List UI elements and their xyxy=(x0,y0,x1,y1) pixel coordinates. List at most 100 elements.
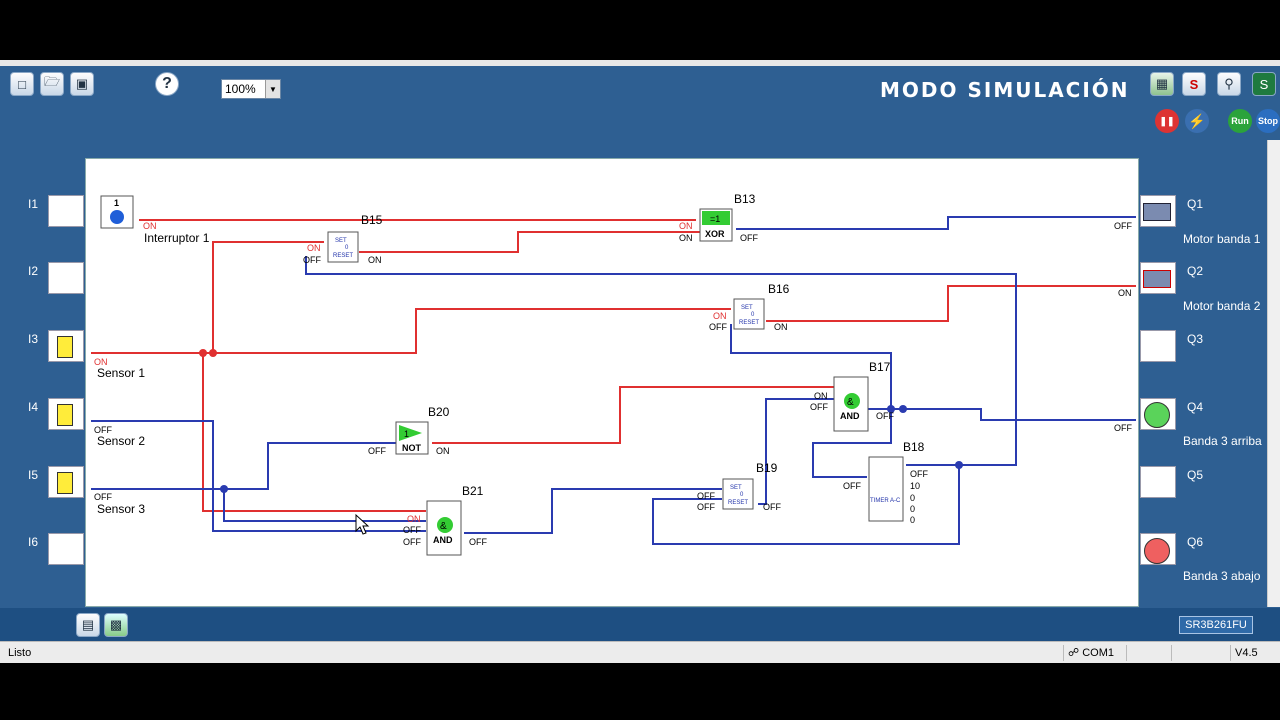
b17-symbol: & xyxy=(847,397,854,408)
open-folder-icon[interactable]: 🗁 xyxy=(40,72,64,96)
wire-b15-reset xyxy=(305,256,1017,466)
b18-value-4: 0 xyxy=(910,515,915,525)
port-text: COM1 xyxy=(1082,647,1114,659)
b15-in2-state: OFF xyxy=(303,255,321,265)
input-label-i1: I1 xyxy=(28,197,39,211)
wire-b19-out xyxy=(758,398,834,505)
i3-name: Sensor 1 xyxy=(97,366,145,380)
b15-reset: RESET xyxy=(333,253,353,259)
display-icon[interactable]: ▩ xyxy=(104,613,128,637)
input-slot-i6[interactable] xyxy=(48,533,84,565)
b17-in2-state: OFF xyxy=(810,402,828,412)
junction-dot xyxy=(209,349,217,357)
b15-block xyxy=(327,231,359,263)
b18-value-1: 10 xyxy=(910,481,920,491)
b13-in1-state: ON xyxy=(679,221,693,231)
pause-button[interactable]: ❚❚ xyxy=(1155,109,1179,133)
q4-state: OFF xyxy=(1114,423,1132,433)
q4-name: Banda 3 arriba xyxy=(1183,434,1262,448)
status-text: Listo xyxy=(8,647,32,659)
b16-zero: 0 xyxy=(751,312,755,318)
b17-symbol-bg xyxy=(844,393,860,409)
b20-symbol: 1 xyxy=(404,429,409,439)
b21-in2-state: OFF xyxy=(403,525,421,535)
run-button[interactable]: Run xyxy=(1228,109,1252,133)
diagram-canvas[interactable]: 1 Interruptor 1 ON Sensor 1 ON Sensor 2 … xyxy=(85,158,1139,607)
q1-name: Motor banda 1 xyxy=(1183,232,1261,246)
b15-zero: 0 xyxy=(345,245,349,251)
module-icon[interactable]: ▤ xyxy=(76,613,100,637)
b17-in1-state: ON xyxy=(814,391,828,401)
b17-id: B17 xyxy=(869,360,891,374)
monitor-icon[interactable]: ▦ xyxy=(1150,72,1174,96)
q2-state: ON xyxy=(1118,288,1132,298)
junction-dots xyxy=(199,349,963,493)
output-label-q5: Q5 xyxy=(1187,468,1204,482)
b21-symbol: & xyxy=(440,521,447,532)
motor-icon xyxy=(1143,270,1171,288)
b19-in1-state: OFF xyxy=(697,491,715,501)
settings-s-icon[interactable]: S xyxy=(1182,72,1206,96)
b13-type: XOR xyxy=(705,229,725,239)
wire-b17-b18 xyxy=(812,409,892,478)
b20-symbol-bg xyxy=(399,425,422,441)
b15-id: B15 xyxy=(361,213,383,227)
save-icon[interactable]: ▣ xyxy=(70,72,94,96)
q2-name: Motor banda 2 xyxy=(1183,299,1261,313)
b15-set: SET xyxy=(335,238,347,244)
wires xyxy=(91,216,1136,545)
junction-dot xyxy=(899,405,907,413)
b18-id: B18 xyxy=(903,440,925,454)
b19-reset: RESET xyxy=(728,500,748,506)
b19-in2-state: OFF xyxy=(697,502,715,512)
output-slot-q3[interactable] xyxy=(1140,330,1176,362)
wire-b13-out xyxy=(736,216,1136,230)
logo-icon: S xyxy=(1252,72,1276,96)
input-slot-i1[interactable] xyxy=(48,195,84,227)
junction-dot xyxy=(955,461,963,469)
b13-in2-state: ON xyxy=(679,233,693,243)
version-text: V4.5 xyxy=(1230,645,1270,661)
b21-out-state: OFF xyxy=(469,537,487,547)
b13-symbol-bg xyxy=(702,211,730,225)
b18-value-2: 0 xyxy=(910,493,915,503)
vertical-scrollbar[interactable] xyxy=(1267,140,1280,607)
chevron-down-icon[interactable]: ▼ xyxy=(265,80,280,98)
power-lightning-icon[interactable]: ⚡ xyxy=(1185,109,1209,133)
plug-icon: ☍ xyxy=(1068,647,1080,659)
toolbar: □ 🗁 ▣ ? 100% ▼ MODO SIMULACIÓN ▦ S ⚲ S ❚… xyxy=(0,66,1280,140)
green-lamp-icon xyxy=(1144,402,1170,428)
b17-type: AND xyxy=(840,411,860,421)
mode-title: MODO SIMULACIÓN xyxy=(880,78,1130,102)
b20-id: B20 xyxy=(428,405,450,419)
i5-state: OFF xyxy=(94,492,112,502)
b20-out-state: ON xyxy=(436,446,450,456)
i4-state: OFF xyxy=(94,425,112,435)
output-label-q1: Q1 xyxy=(1187,197,1204,211)
b19-id: B19 xyxy=(756,461,778,475)
q1-state: OFF xyxy=(1114,221,1132,231)
wire-b15-out xyxy=(359,231,700,253)
bottom-panel: ▤ ▩ SR3B261FU xyxy=(0,608,1280,641)
input-slot-i2[interactable] xyxy=(48,262,84,294)
wire-b20-out xyxy=(432,386,834,444)
wire-b18-loop xyxy=(652,464,960,545)
output-slot-q5[interactable] xyxy=(1140,466,1176,498)
app-window: □ 🗁 ▣ ? 100% ▼ MODO SIMULACIÓN ▦ S ⚲ S ❚… xyxy=(0,60,1280,663)
b19-block xyxy=(722,478,754,510)
b16-in1-state: ON xyxy=(713,311,727,321)
wire-b16-out xyxy=(766,285,1136,322)
b21-id: B21 xyxy=(462,484,484,498)
device-id-badge: SR3B261FU xyxy=(1179,616,1253,634)
b19-zero: 0 xyxy=(740,492,744,498)
zoom-select[interactable]: 100% ▼ xyxy=(221,79,281,99)
help-button[interactable]: ? xyxy=(155,72,179,96)
i3-state: ON xyxy=(94,357,108,367)
new-file-icon[interactable]: □ xyxy=(10,72,34,96)
i1-state-digit: 1 xyxy=(114,198,119,208)
input-label-i4: I4 xyxy=(28,400,39,414)
search-icon[interactable]: ⚲ xyxy=(1217,72,1241,96)
sensor-icon xyxy=(57,336,73,358)
stop-button[interactable]: Stop xyxy=(1256,109,1280,133)
status-bar: Listo ☍ COM1 V4.5 xyxy=(0,641,1280,663)
